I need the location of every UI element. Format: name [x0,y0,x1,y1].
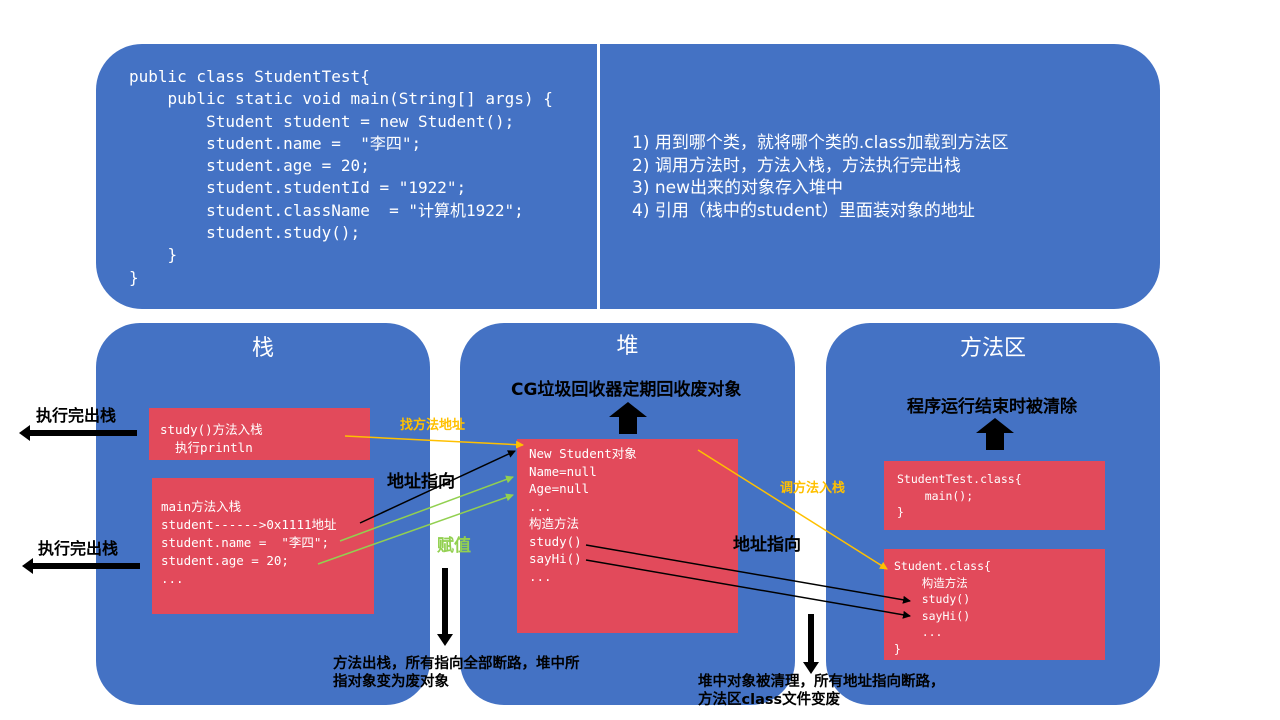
student-object-box: New Student对象 Name=null Age=null ... 构造方… [517,439,738,633]
stack-title: 栈 [251,336,274,361]
call-method-label: 调方法入栈 [780,481,846,496]
note-item: 1) 用到哪个类，就将哪个类的.class加载到方法区 [632,133,1009,153]
heap-clean-caption: 堆中对象被清理，所有地址指向断路，方法区class文件变废 [698,674,945,708]
code-block: public class StudentTest{ public static … [129,67,553,287]
main-stack-frame: main方法入栈 student------>0x1111地址 student.… [152,478,374,614]
method-area-title: 方法区 [959,336,1026,361]
stack-exit-caption: 方法出栈，所有指向全部断路，堆中所指对象变为废对象 [333,656,580,690]
up-arrow-icon [609,402,647,434]
find-method-address-label: 找方法地址 [400,418,466,433]
study-stack-frame: study()方法入栈 执行println [149,408,370,460]
gc-label: CG垃圾回收器定期回收废对象 [511,380,742,400]
note-item: 4) 引用（栈中的student）里面装对象的地址 [632,200,975,221]
left-arrow-icon [22,558,140,574]
clear-label: 程序运行结束时被清除 [907,397,1077,417]
address-pointer-label: 地址指向 [387,472,455,492]
top-divider [597,44,600,309]
up-arrow-icon [976,418,1014,450]
student-class-box: Student.class{ 构造方法 study() sayHi() ... … [884,549,1105,660]
top-panel [96,44,1160,309]
exit-stack-label: 执行完出栈 [38,539,119,558]
left-arrow-icon [19,425,137,441]
note-item: 3) new出来的对象存入堆中 [632,178,843,198]
down-arrow-icon [803,614,819,674]
notes-list: 1) 用到哪个类，就将哪个类的.class加载到方法区 2) 调用方法时，方法入… [632,132,1008,222]
note-item: 2) 调用方法时，方法入栈，方法执行完出栈 [632,155,961,176]
assign-label: 赋值 [437,536,471,556]
down-arrow-icon [437,568,453,646]
heap-title: 堆 [616,334,639,359]
address-pointer-label: 地址指向 [733,535,801,555]
studenttest-class-box: StudentTest.class{ main(); } [884,461,1105,530]
exit-stack-label: 执行完出栈 [36,406,117,425]
